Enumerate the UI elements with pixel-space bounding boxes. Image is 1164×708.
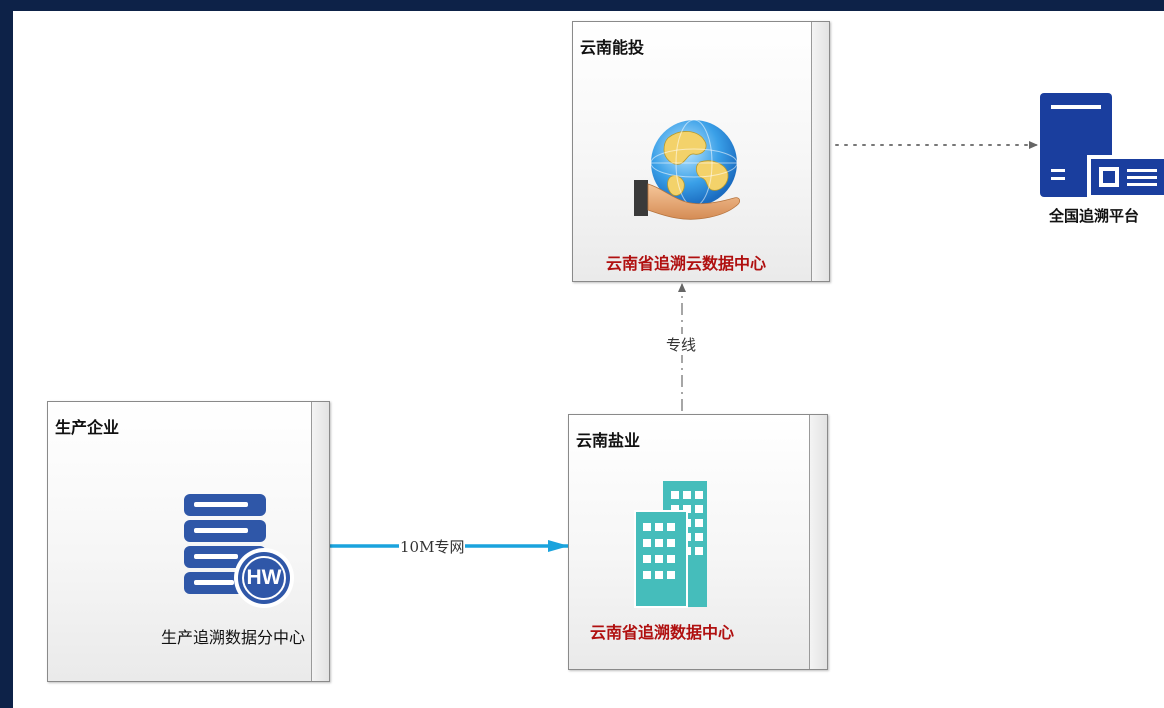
node-producer[interactable]: 生产企业 HW 生产追溯数据分中心 [47,401,330,682]
node-yunnan-energy[interactable]: 云南能投 云南省追溯云数据中心 [572,21,830,282]
node-caption: 全国追溯平台 [1049,207,1140,225]
node-caption: 生产追溯数据分中心 [161,628,306,647]
private-network-label: 10M专网 [399,536,466,557]
node-caption: 云南省追溯数据中心 [590,623,735,642]
hw-badge-text: HW [246,566,282,589]
node-title: 云南盐业 [576,431,641,450]
dedicated-line-label: 专线 [665,334,698,355]
web-server-icon [1040,93,1164,199]
node-side-stripe [311,402,329,681]
diagram-canvas: 专线 10M专网 云南能投 [13,11,1164,708]
node-side-stripe [811,22,829,281]
database-server-icon [184,494,294,608]
globe-in-hand-icon [634,119,740,220]
node-side-stripe [809,415,827,669]
node-title: 生产企业 [55,418,120,437]
node-title: 云南能投 [580,38,645,57]
office-building-icon [634,481,707,608]
node-caption: 云南省追溯云数据中心 [606,254,767,273]
node-yunnan-salt[interactable]: 云南盐业 云南省追溯数据中心 [568,414,828,670]
node-national-platform[interactable]: 全国追溯平台 [1037,91,1164,231]
